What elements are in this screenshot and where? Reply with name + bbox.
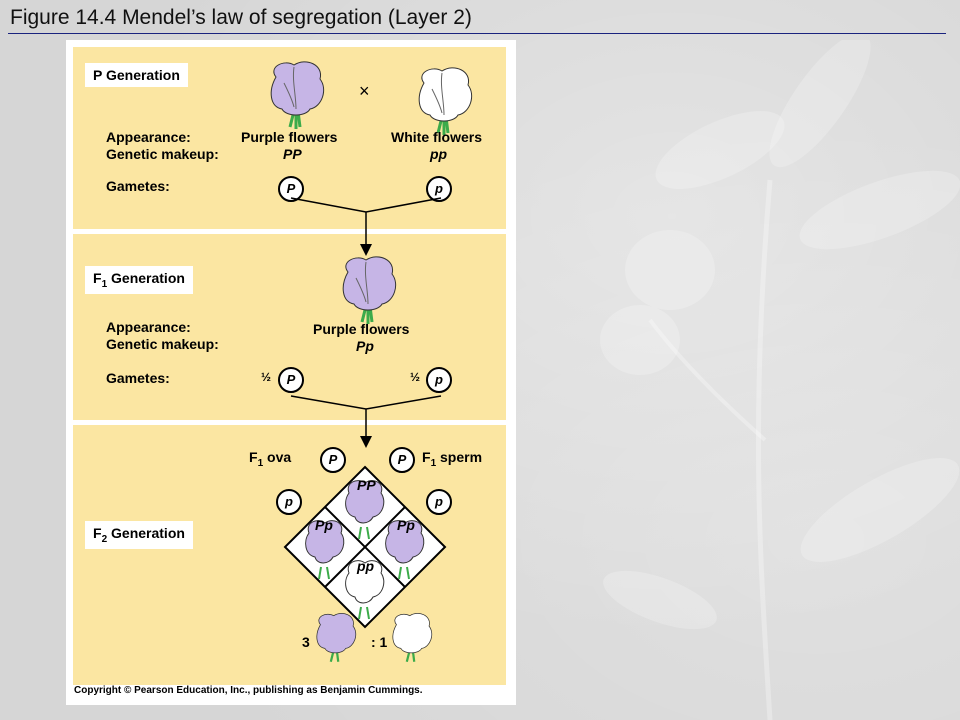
punnett-cell-bottom: pp bbox=[357, 558, 375, 574]
f1-gamete-right: p bbox=[426, 367, 452, 393]
parent1-genotype: PP bbox=[283, 146, 302, 162]
ratio-white-flower-icon bbox=[392, 613, 433, 663]
f1-purple-flower-icon bbox=[342, 256, 397, 324]
f1-appearance: Purple flowers bbox=[313, 321, 410, 337]
f2-generation-label: F2 Generation bbox=[85, 521, 193, 549]
p-generation-label: P Generation bbox=[85, 63, 188, 87]
white-flower-icon bbox=[418, 67, 473, 135]
f1-generation-panel: F1 Generation Appearance: Genetic makeup… bbox=[73, 234, 506, 420]
punnett-bottom-flower-icon bbox=[345, 560, 385, 620]
punnett-top-flower-icon bbox=[345, 480, 385, 540]
purple-flower-icon bbox=[270, 61, 325, 129]
punnett-square bbox=[283, 465, 447, 629]
ratio-dominant-count: 3 bbox=[302, 634, 310, 650]
ratio-recessive-count: : 1 bbox=[371, 634, 388, 650]
ova-gamete-dominant: P bbox=[320, 447, 346, 473]
ova-gamete-recessive: p bbox=[276, 489, 302, 515]
punnett-cell-left: Pp bbox=[315, 517, 333, 533]
title-rule bbox=[8, 33, 946, 34]
parent1-appearance: Purple flowers bbox=[241, 129, 338, 145]
f1-gamete-left: P bbox=[278, 367, 304, 393]
parent1-gamete: P bbox=[278, 176, 304, 202]
parent2-gamete: p bbox=[426, 176, 452, 202]
f1-ova-label: F1 ova bbox=[249, 449, 292, 469]
copyright-notice: Copyright © Pearson Education, Inc., pub… bbox=[74, 685, 423, 696]
slide-title: Figure 14.4 Mendel’s law of segregation … bbox=[10, 6, 472, 29]
sperm-gamete-recessive: p bbox=[426, 489, 452, 515]
punnett-left-flower-icon bbox=[305, 520, 345, 580]
genetic-makeup-label: Genetic makeup: bbox=[106, 146, 219, 162]
f1-gametes-label: Gametes: bbox=[106, 370, 170, 386]
f1-gamete-left-fraction: ½ bbox=[261, 370, 272, 384]
punnett-right-flower-icon bbox=[385, 520, 425, 580]
f1-genetic-makeup-label: Genetic makeup: bbox=[106, 336, 219, 352]
f1-genotype: Pp bbox=[356, 338, 374, 354]
cross-arrows bbox=[290, 197, 442, 705]
parent2-genotype: pp bbox=[430, 146, 448, 162]
background-plant-decoration bbox=[600, 40, 960, 720]
f2-generation-panel: F2 Generation F1 ova F1 sperm P p P p bbox=[73, 425, 506, 685]
mendel-figure: P Generation × Appearance: Genetic makeu… bbox=[66, 40, 516, 705]
sperm-gamete-dominant: P bbox=[389, 447, 415, 473]
f1-gamete-right-fraction: ½ bbox=[410, 370, 421, 384]
ratio-purple-flower-icon bbox=[316, 613, 357, 663]
f1-generation-label: F1 Generation bbox=[85, 266, 193, 294]
gametes-label: Gametes: bbox=[106, 178, 170, 194]
appearance-label: Appearance: bbox=[106, 129, 191, 145]
cross-symbol: × bbox=[359, 81, 370, 101]
f1-appearance-label: Appearance: bbox=[106, 319, 191, 335]
punnett-cell-top: PP bbox=[357, 477, 376, 493]
punnett-cell-right: Pp bbox=[397, 517, 415, 533]
f1-sperm-label: F1 sperm bbox=[422, 449, 483, 469]
parent2-appearance: White flowers bbox=[391, 129, 483, 145]
